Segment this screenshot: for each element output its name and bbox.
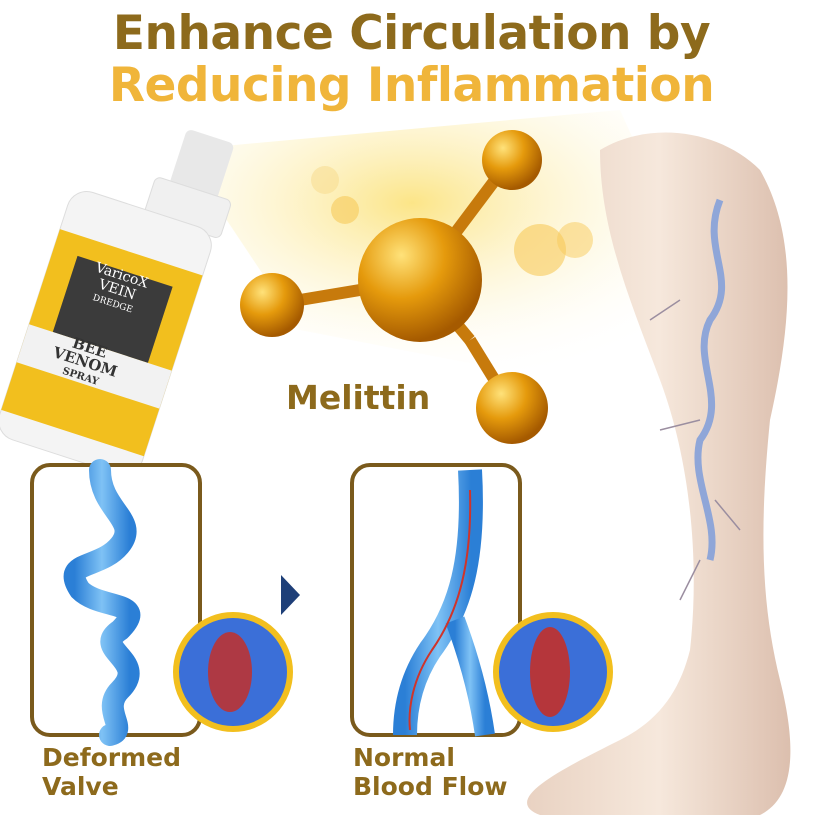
headline-line1: Enhance Circulation by [112,6,711,61]
normal-flow-caption: Normal Blood Flow [353,743,508,801]
leg-image [527,132,791,816]
caption-line2: Valve [42,772,119,801]
caption-line1: Normal [353,743,455,772]
molecule-label: Melittin [286,378,431,417]
headline-line2: Reducing Inflammation [108,58,715,113]
deformed-vein [63,459,141,746]
caption-line1: Deformed [42,743,181,772]
varicose-vein [694,198,726,561]
next-arrow-icon [281,575,300,615]
normal-flow-panel [350,463,522,737]
melittin-molecule [240,130,593,444]
deformed-valve-caption: Deformed Valve [42,743,181,801]
product-bottle [0,130,234,476]
caption-line2: Blood Flow [353,772,508,801]
